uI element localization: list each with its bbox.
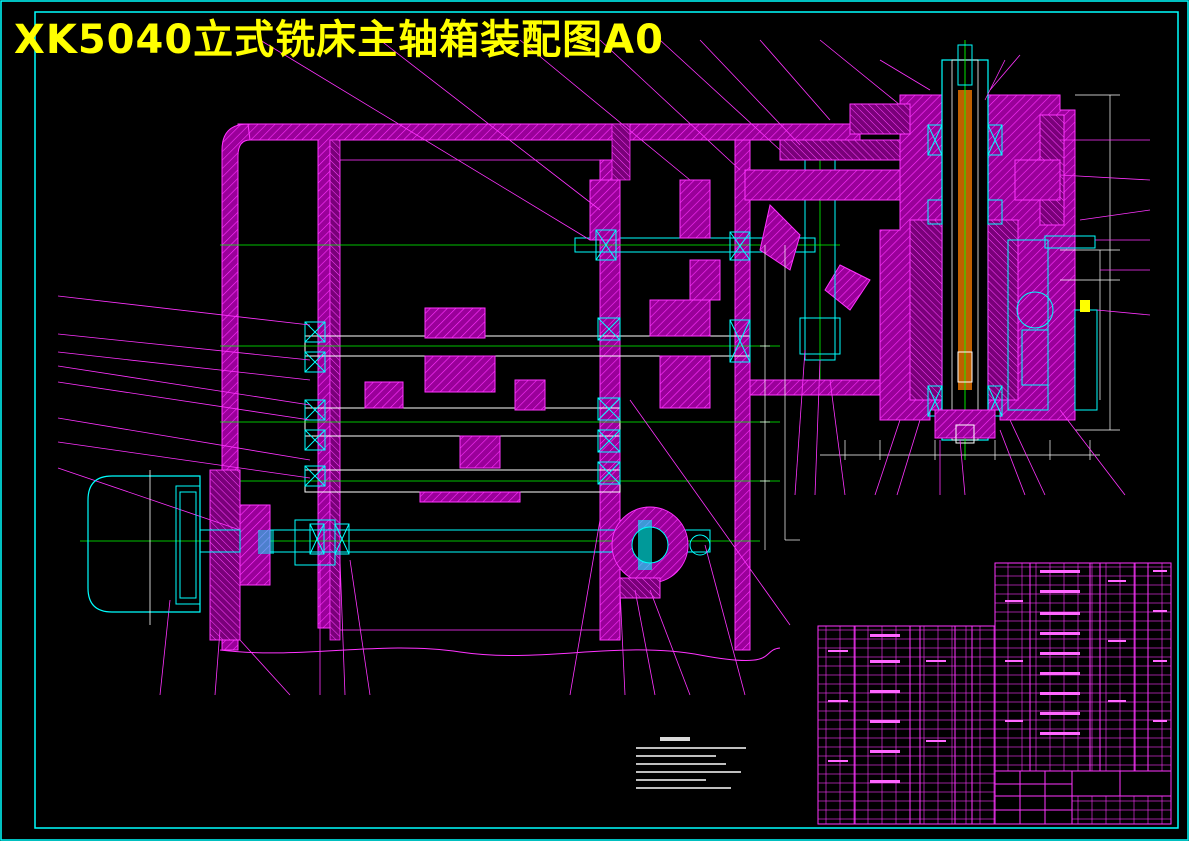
main-section-view — [57, 39, 931, 696]
drawing-title: XK5040立式铣床主轴箱装配图A0 — [14, 17, 664, 63]
dimension-lines — [760, 245, 800, 550]
parts-list-right — [994, 562, 1172, 772]
spindle-section-view — [794, 40, 1151, 496]
shaft-3 — [220, 407, 780, 437]
gear-block — [649, 299, 711, 337]
gear-block — [364, 381, 404, 409]
title-block — [994, 770, 1172, 825]
gear-block — [459, 435, 501, 469]
gear-block — [424, 355, 496, 393]
gear-block — [679, 179, 711, 239]
bearings — [304, 229, 751, 555]
leader-lines — [57, 39, 931, 696]
parts-list-left — [817, 625, 996, 825]
shaft-4 — [220, 469, 780, 493]
gear-block — [424, 307, 486, 339]
shaft-2 — [220, 335, 780, 357]
motor-view — [87, 470, 274, 625]
gear-block — [689, 259, 721, 301]
technical-requirements — [636, 737, 746, 789]
clutch-assembly — [611, 506, 711, 599]
gear-block — [659, 355, 711, 409]
gear-block — [514, 379, 546, 411]
gear-block — [419, 491, 521, 503]
